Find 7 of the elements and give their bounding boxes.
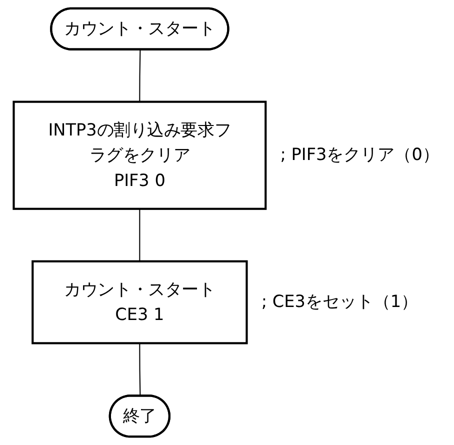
side-note: ; CE3をセット（1） (261, 290, 418, 311)
connector (139, 50, 141, 102)
connector (139, 208, 140, 262)
connector (139, 343, 141, 396)
node-box: カウント・スタート CE3 1 (32, 260, 248, 344)
side-note: ; PIF3をクリア（0） (280, 144, 440, 164)
node-box: INTP3の割り込み要求フラグをクリア PIF3 0 (12, 100, 267, 210)
